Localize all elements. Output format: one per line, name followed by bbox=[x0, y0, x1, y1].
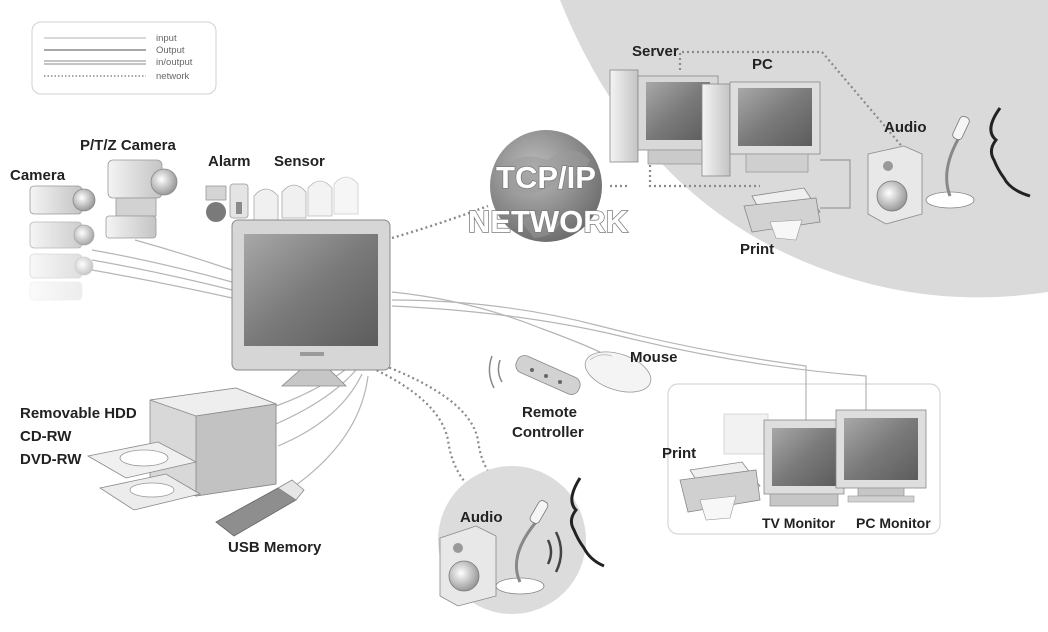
label-audio-top: Audio bbox=[884, 119, 927, 136]
label-cdrw: CD-RW bbox=[20, 428, 72, 445]
label-print-right: Print bbox=[662, 445, 696, 462]
printer-icon bbox=[743, 187, 821, 241]
legend-item-inoutput: in/output bbox=[156, 57, 193, 68]
network-label-line1: TCP/IP bbox=[496, 160, 596, 195]
audio-bottom-area bbox=[438, 466, 605, 614]
label-sensor: Sensor bbox=[274, 153, 325, 170]
label-dvdrw: DVD-RW bbox=[20, 451, 82, 468]
face-profile-top bbox=[989, 107, 1031, 198]
mouse-icon bbox=[584, 351, 652, 393]
printer-icon bbox=[679, 413, 769, 521]
sensor-icon bbox=[253, 176, 359, 221]
ptz-camera-icon bbox=[105, 159, 178, 239]
legend-item-output: Output bbox=[156, 45, 185, 56]
dvr-monitor-icon bbox=[231, 219, 391, 387]
pc-monitor-icon bbox=[835, 409, 927, 503]
speaker-icon bbox=[439, 525, 497, 607]
remote-control-icon bbox=[488, 355, 581, 395]
network-label-line2: NETWORK bbox=[468, 204, 629, 239]
face-profile-bottom bbox=[569, 477, 605, 568]
usb-memory-icon bbox=[215, 479, 305, 537]
tcpip-network-globe: TCP/IP NETWORK bbox=[467, 130, 629, 242]
legend-item-network: network bbox=[156, 71, 190, 82]
label-print-top: Print bbox=[740, 241, 774, 258]
device-labels: Camera P/T/Z Camera Alarm Sensor Server … bbox=[10, 43, 931, 556]
microphone-icon bbox=[495, 500, 549, 595]
label-pc: PC bbox=[752, 56, 773, 73]
label-remote-line1: Remote bbox=[522, 404, 577, 421]
label-camera: Camera bbox=[10, 167, 66, 184]
alarm-icon bbox=[205, 183, 249, 222]
label-alarm: Alarm bbox=[208, 153, 251, 170]
label-server: Server bbox=[632, 43, 679, 60]
camera-icon bbox=[29, 185, 96, 301]
label-remote-line2: Controller bbox=[512, 424, 584, 441]
label-usb-memory: USB Memory bbox=[228, 539, 322, 556]
label-ptz-camera: P/T/Z Camera bbox=[80, 137, 177, 154]
tv-monitor-icon bbox=[763, 419, 845, 507]
legend: input Output in/output network bbox=[31, 21, 217, 95]
legend-item-input: input bbox=[156, 33, 177, 44]
label-audio-bottom: Audio bbox=[460, 509, 503, 526]
label-pc-monitor: PC Monitor bbox=[856, 515, 931, 531]
label-tv-monitor: TV Monitor bbox=[762, 515, 836, 531]
label-mouse: Mouse bbox=[630, 349, 678, 366]
sound-waves bbox=[546, 531, 563, 573]
pc-icon bbox=[701, 81, 821, 177]
microphone-icon bbox=[925, 115, 975, 209]
server-icon bbox=[609, 69, 719, 165]
disc-drive-icon bbox=[86, 387, 278, 511]
speaker-icon bbox=[867, 145, 923, 225]
label-removable-hdd: Removable HDD bbox=[20, 405, 137, 422]
